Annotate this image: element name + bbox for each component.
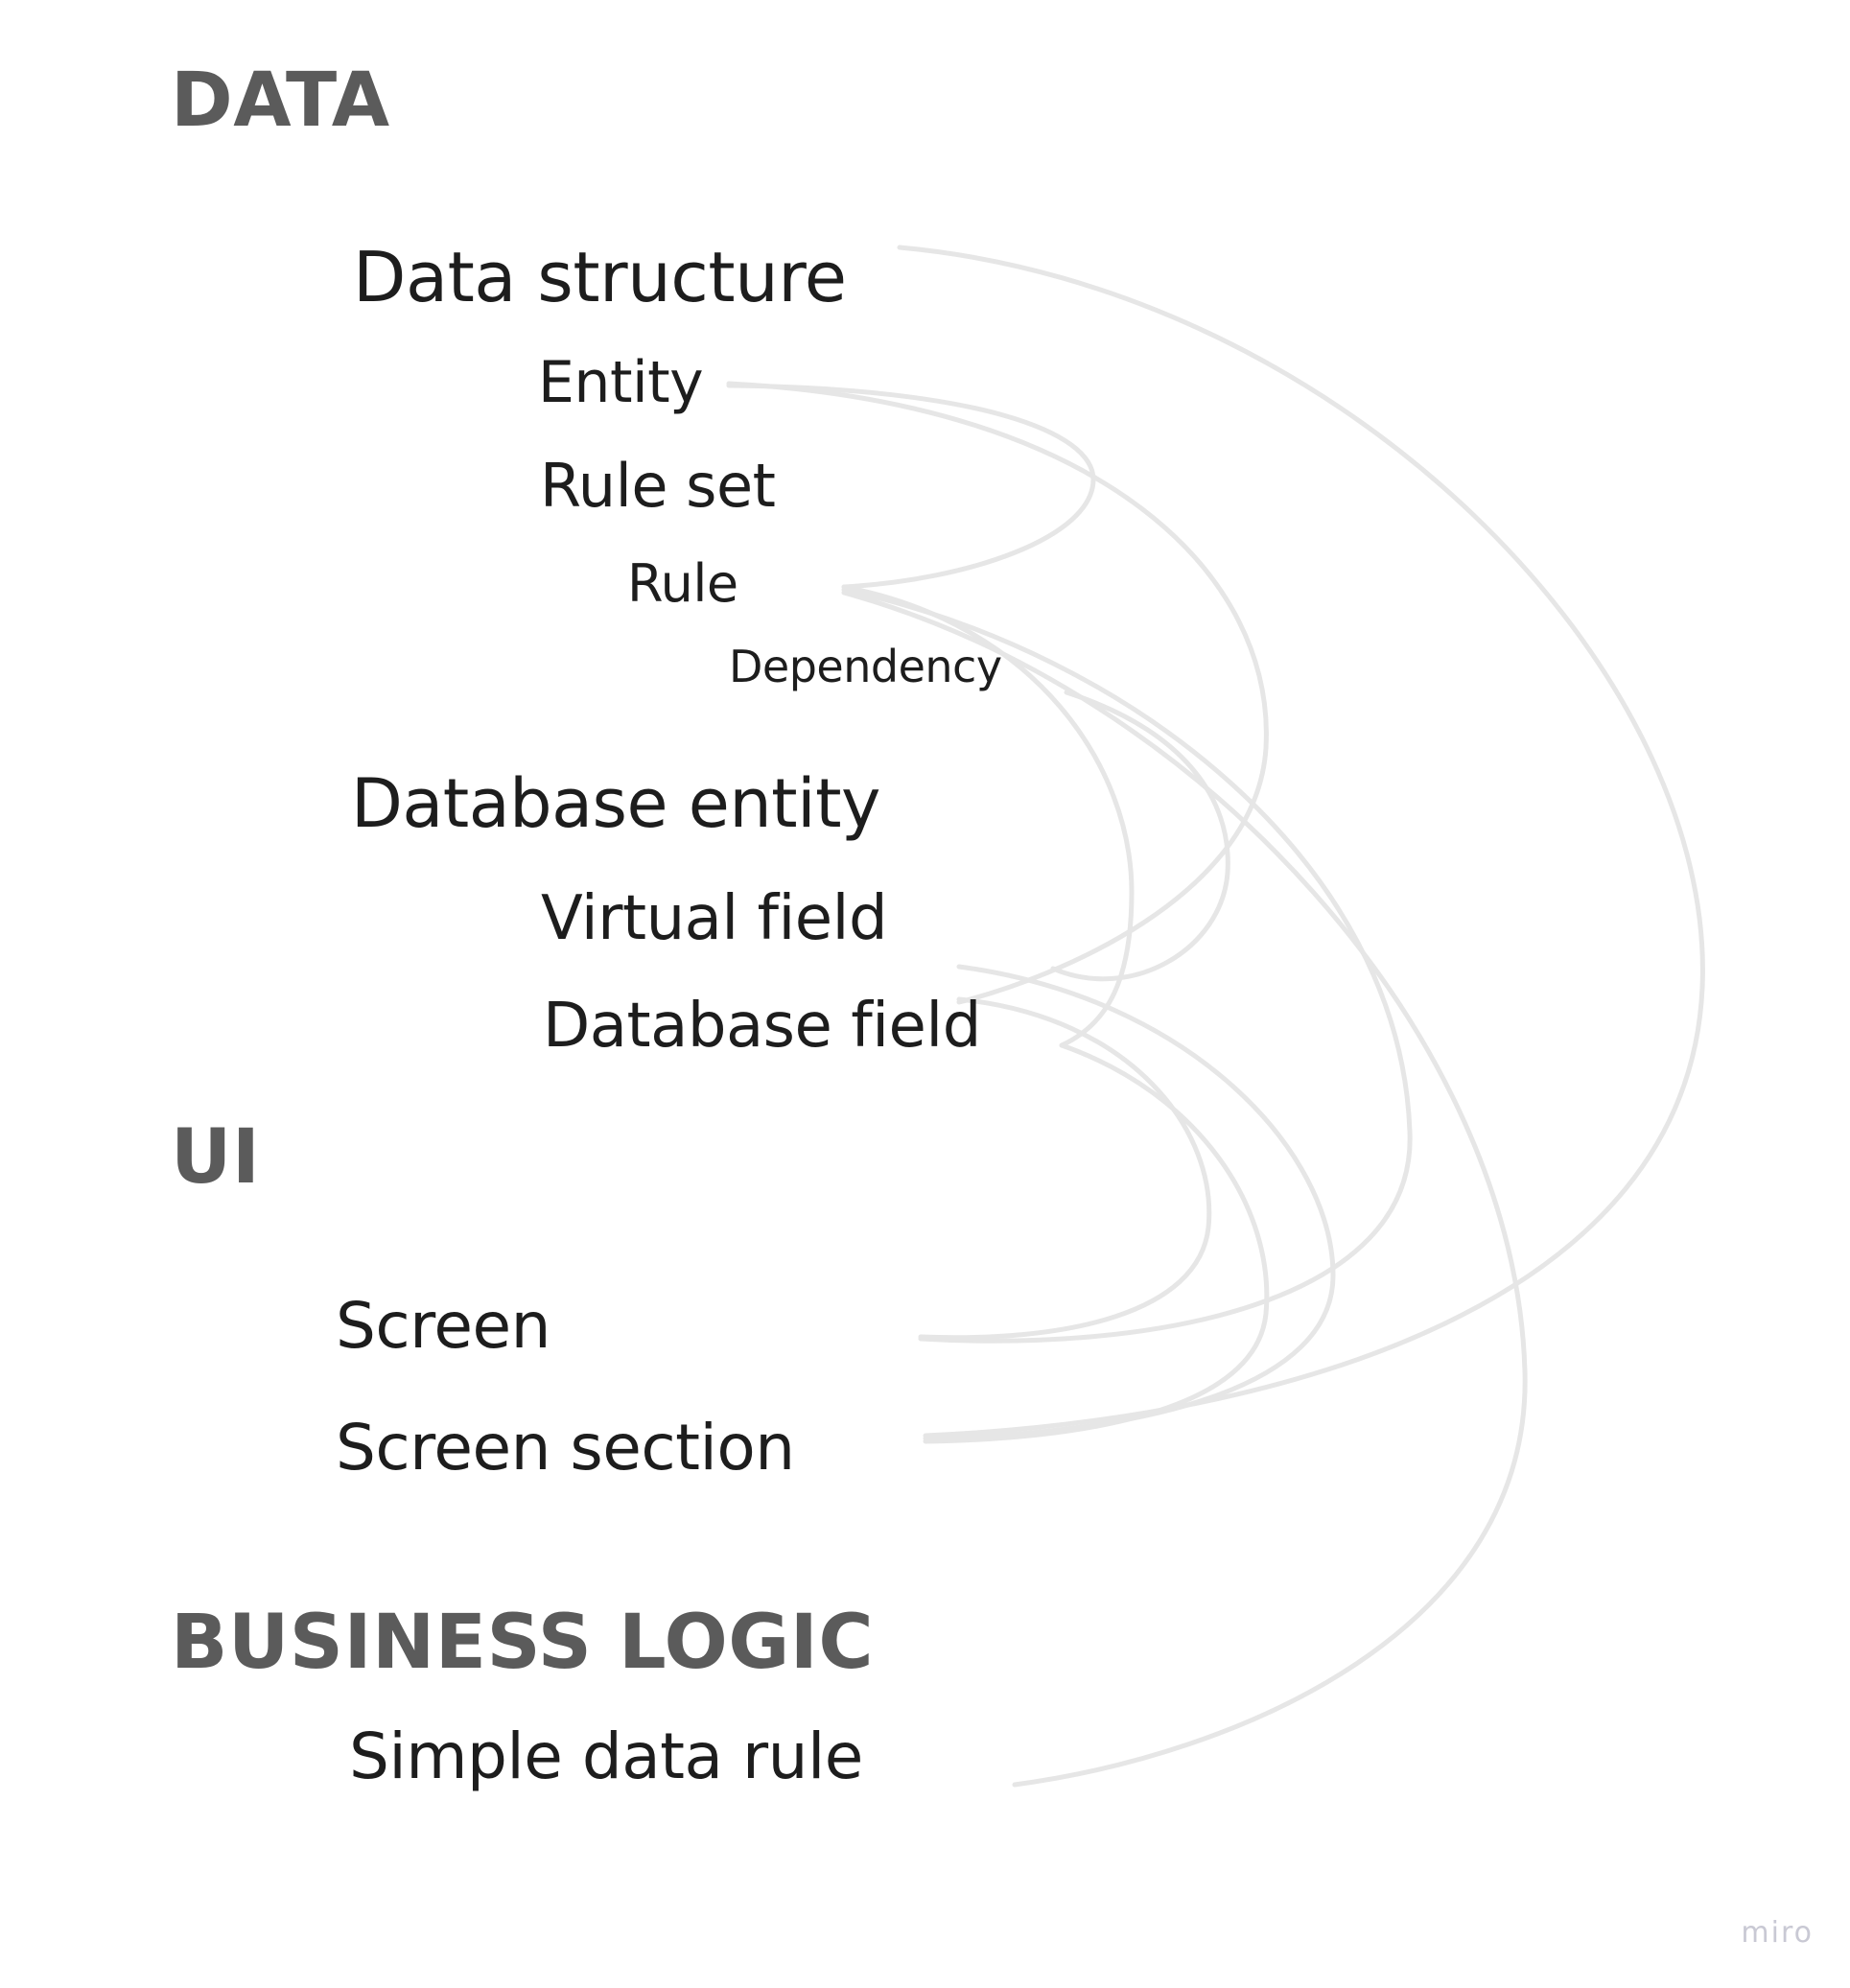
node-simple-data-rule[interactable]: Simple data rule [349, 1719, 863, 1793]
node-data-structure[interactable]: Data structure [353, 237, 847, 317]
link-database-field-to-screen-section [923, 1042, 1270, 1444]
node-rule-set[interactable]: Rule set [540, 451, 776, 521]
node-rule[interactable]: Rule [627, 553, 738, 614]
link-entity-to-rule [726, 383, 1096, 590]
node-database-field[interactable]: Database field [543, 991, 981, 1062]
miro-watermark: miro [1741, 1916, 1814, 1950]
section-title-ui: UI [171, 1114, 261, 1201]
node-screen[interactable]: Screen [336, 1289, 550, 1363]
section-title-data: DATA [171, 58, 390, 144]
link-rule-to-screen [841, 587, 1413, 1344]
section-title-business-logic: BUSINESS LOGIC [171, 1600, 875, 1686]
link-rule-to-simple-data-rule [841, 590, 1528, 1788]
node-virtual-field[interactable]: Virtual field [541, 883, 888, 954]
node-database-entity[interactable]: Database entity [351, 764, 880, 843]
link-dependency-to-virtual-field [1050, 690, 1230, 982]
link-virtual-field-to-screen-section [923, 964, 1336, 1441]
node-entity[interactable]: Entity [538, 349, 704, 416]
node-dependency[interactable]: Dependency [729, 641, 1002, 692]
link-data-structure-to-screen-section [897, 245, 1705, 1438]
node-screen-section[interactable]: Screen section [336, 1411, 795, 1485]
